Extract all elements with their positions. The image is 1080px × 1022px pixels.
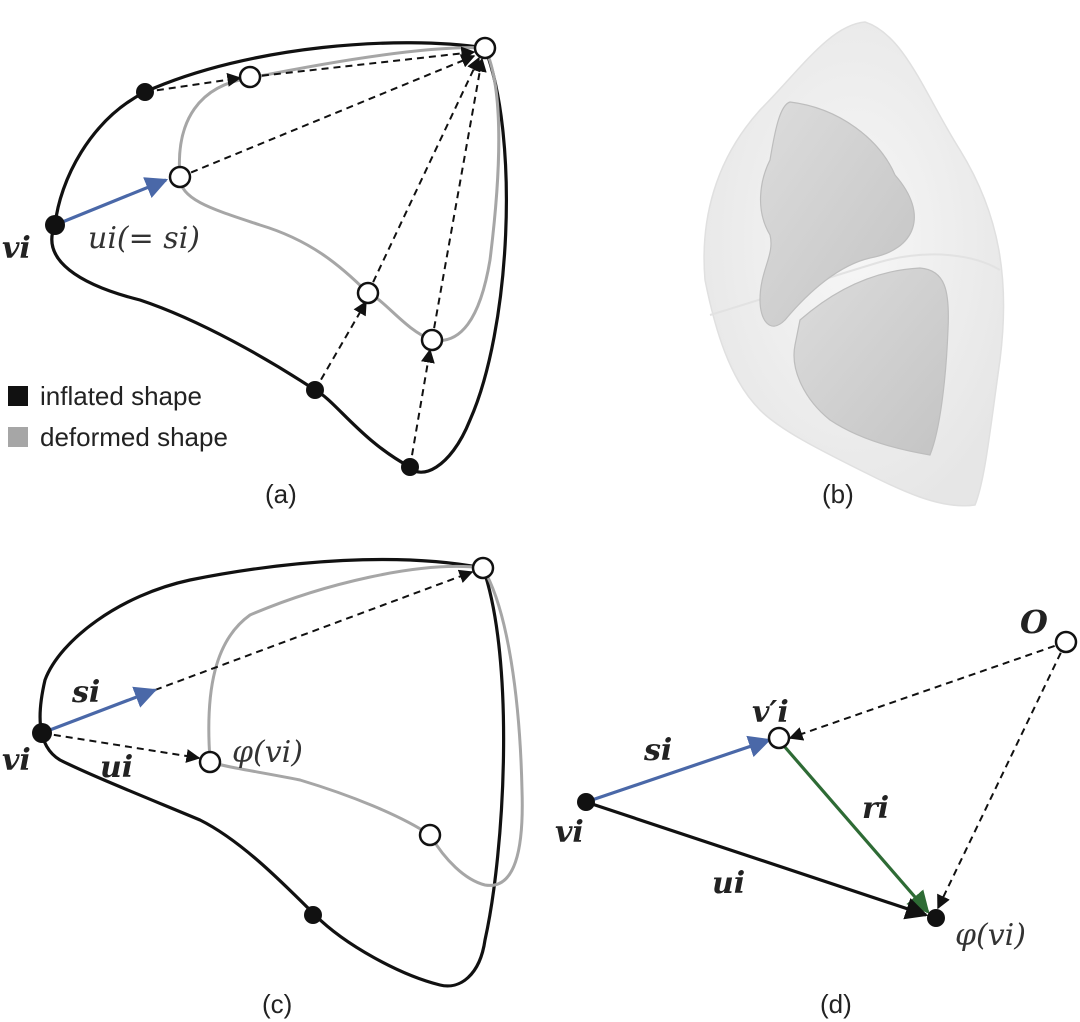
inflated-point bbox=[45, 215, 65, 235]
deformed-point bbox=[471, 556, 495, 580]
dashed-arrow bbox=[314, 300, 367, 391]
deformed-point bbox=[473, 36, 497, 60]
lung-inner-upper bbox=[759, 101, 915, 327]
label-si-c: si bbox=[71, 675, 100, 710]
deformed-point bbox=[168, 165, 192, 189]
dashed-arrow-O-to-phi bbox=[937, 641, 1067, 910]
panel-d: O v′i si ri vi ui φ(vi) (d) bbox=[555, 603, 1078, 1019]
dashed-arrow bbox=[154, 569, 474, 691]
caption-a: (a) bbox=[265, 479, 297, 509]
label-O-d: O bbox=[1020, 603, 1048, 641]
panel-b: (b) bbox=[703, 21, 1005, 509]
deformed-shape-outline-a bbox=[177, 46, 501, 343]
dashed-arrow bbox=[431, 57, 487, 341]
label-vi-a: vi bbox=[2, 231, 31, 266]
dashed-arrow bbox=[249, 46, 476, 78]
panel-c: si vi ui φ(vi) (c) bbox=[2, 556, 524, 1019]
label-ui-c: ui bbox=[100, 750, 133, 785]
dashed-arrow bbox=[179, 54, 476, 178]
caption-b: (b) bbox=[822, 479, 854, 509]
label-ui-d: ui bbox=[712, 866, 745, 901]
legend-swatch-inflated bbox=[8, 386, 28, 406]
legend-label-deformed: deformed shape bbox=[40, 422, 228, 452]
label-ri-d: ri bbox=[862, 791, 889, 826]
point-vprime bbox=[767, 726, 791, 750]
point-phi bbox=[927, 909, 945, 927]
black-arrow-ui-d bbox=[585, 800, 929, 920]
deformed-point bbox=[356, 281, 380, 305]
deformed-point bbox=[238, 65, 262, 89]
dashed-arrow bbox=[41, 732, 201, 763]
panel-a: vi ui(= si) inflated shape deformed shap… bbox=[2, 36, 508, 509]
blue-arrow-si-d bbox=[585, 735, 772, 804]
dashed-arrows-d bbox=[788, 641, 1067, 910]
inflated-point bbox=[136, 83, 154, 101]
blue-arrow-c bbox=[41, 686, 158, 735]
inflated-shape-outline-c bbox=[38, 557, 506, 988]
label-si-d: si bbox=[643, 733, 672, 768]
point-O bbox=[1054, 630, 1078, 654]
green-arrow-ri-d bbox=[782, 744, 930, 914]
deformed-point bbox=[420, 328, 444, 352]
dashed-arrows-c bbox=[41, 569, 474, 763]
inflated-point bbox=[306, 381, 324, 399]
deformed-point bbox=[418, 823, 442, 847]
label-phi-c: φ(vi) bbox=[232, 735, 303, 770]
caption-c: (c) bbox=[262, 989, 292, 1019]
blue-arrow-a bbox=[54, 177, 169, 227]
deformed-point bbox=[198, 750, 222, 774]
deformed-shape-outline-c bbox=[207, 564, 524, 887]
caption-d: (d) bbox=[820, 989, 852, 1019]
legend-swatch-deformed bbox=[8, 427, 28, 447]
inflated-point bbox=[32, 723, 52, 743]
label-phi-d: φ(vi) bbox=[955, 918, 1026, 953]
dashed-arrow bbox=[367, 56, 480, 294]
legend: inflated shape deformed shape bbox=[8, 381, 228, 452]
inflated-point bbox=[304, 906, 322, 924]
dashed-arrows-a bbox=[144, 46, 487, 468]
lung-outer-fold bbox=[709, 253, 1001, 316]
dashed-arrow bbox=[409, 348, 435, 468]
lung-inner-lower bbox=[793, 267, 949, 456]
label-vi-c: vi bbox=[2, 743, 31, 778]
label-ui-si-a: ui(= si) bbox=[88, 221, 200, 256]
dashed-arrow bbox=[144, 72, 242, 93]
legend-label-inflated: inflated shape bbox=[40, 381, 202, 411]
point-vi bbox=[577, 793, 595, 811]
inflated-point bbox=[401, 458, 419, 476]
label-vprime-d: v′i bbox=[752, 695, 789, 730]
dashed-arrow-O-to-vprime bbox=[788, 641, 1067, 741]
label-vi-d: vi bbox=[555, 815, 584, 850]
